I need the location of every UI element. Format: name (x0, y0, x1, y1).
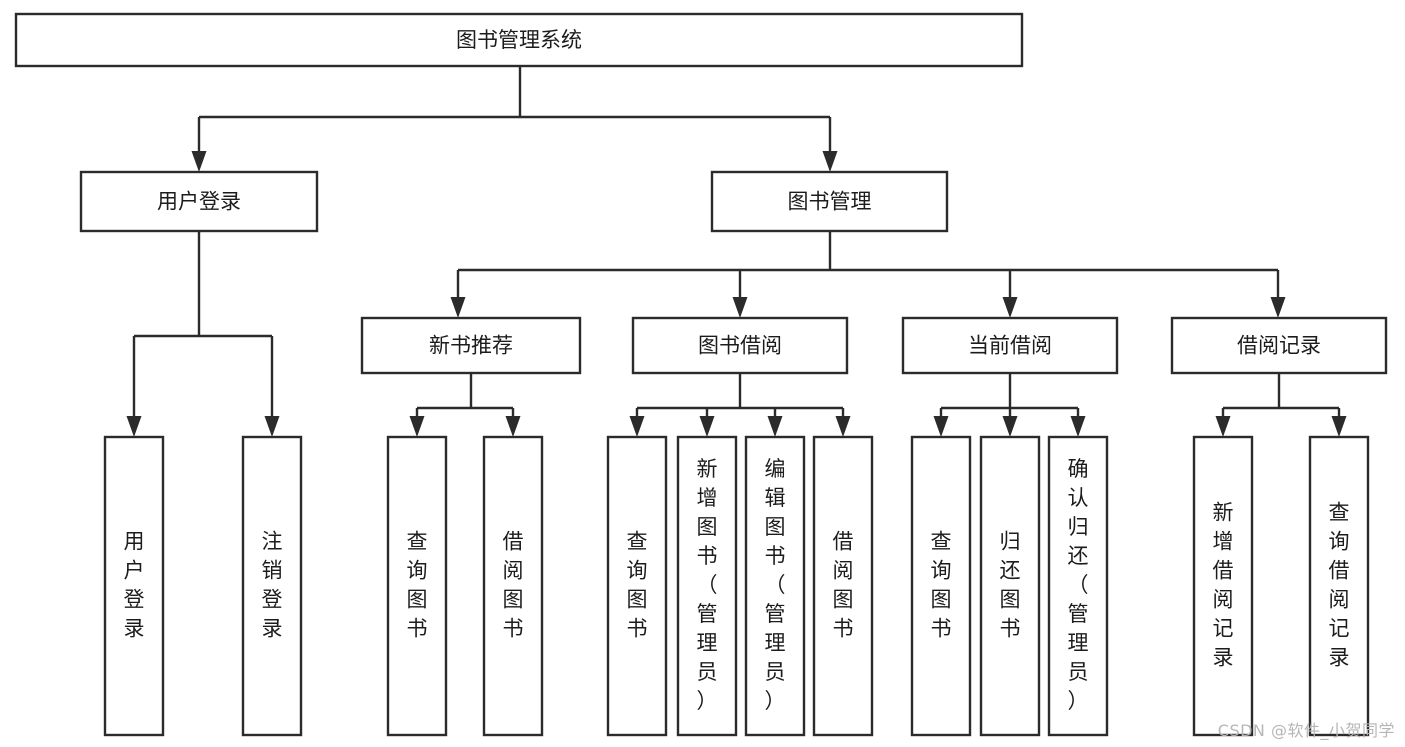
node-leaf-logout[interactable]: 注销登录 (241, 435, 303, 737)
arrow-head-icon (835, 416, 851, 437)
arrow-head-icon (699, 416, 715, 437)
node-label: 用户登录 (157, 190, 241, 214)
arrow-head-icon (1002, 416, 1018, 437)
node-label: 新增图书（管理员） (697, 457, 718, 713)
node-box[interactable] (386, 435, 448, 737)
node-leaf-confirm-return[interactable]: 确认归还（管理员） (1047, 435, 1109, 737)
node-current-borrow[interactable]: 当前借阅 (901, 316, 1119, 375)
arrow-head-icon (191, 151, 207, 172)
node-box[interactable] (910, 435, 972, 737)
node-box[interactable] (1170, 316, 1388, 375)
node-book-manage[interactable]: 图书管理 (710, 170, 949, 233)
node-box[interactable] (482, 435, 544, 737)
node-label: 图书借阅 (698, 334, 782, 358)
arrow-head-icon (767, 416, 783, 437)
node-label: 借阅记录 (1237, 334, 1321, 358)
node-label: 查询图书 (931, 530, 952, 641)
node-box[interactable] (1308, 435, 1370, 737)
node-leaf-borrow-book[interactable]: 借阅图书 (812, 435, 874, 737)
node-root[interactable]: 图书管理系统 (14, 12, 1024, 68)
node-box[interactable] (1047, 435, 1109, 737)
node-label: 编辑图书（管理员） (765, 457, 786, 713)
node-label: 图书管理 (788, 190, 872, 214)
node-leaf-query-book-rec[interactable]: 查询图书 (386, 435, 448, 737)
connector-group (629, 373, 851, 437)
arrow-head-icon (1002, 297, 1018, 318)
node-label: 查询借阅记录 (1329, 501, 1350, 670)
node-box[interactable] (710, 170, 949, 233)
arrow-head-icon (1270, 297, 1286, 318)
node-box[interactable] (103, 435, 165, 737)
node-label: 新增借阅记录 (1213, 501, 1234, 670)
node-leaf-add-book[interactable]: 新增图书（管理员） (676, 435, 738, 737)
node-box[interactable] (1192, 435, 1254, 737)
node-box[interactable] (744, 435, 806, 737)
node-label: 确认归还（管理员） (1068, 457, 1089, 713)
arrow-head-icon (1331, 416, 1347, 437)
connector-group (1215, 373, 1347, 437)
watermark-label: CSDN @软件_小贺同学 (1217, 721, 1395, 740)
arrow-head-icon (126, 416, 142, 437)
node-leaf-user-login[interactable]: 用户登录 (103, 435, 165, 737)
node-book-borrow[interactable]: 图书借阅 (631, 316, 849, 375)
node-label: 当前借阅 (968, 334, 1052, 358)
node-label: 查询图书 (407, 530, 428, 641)
nodes-layer: 图书管理系统用户登录图书管理新书推荐图书借阅当前借阅借阅记录用户登录注销登录查询… (14, 12, 1388, 737)
arrow-head-icon (629, 416, 645, 437)
node-leaf-add-record[interactable]: 新增借阅记录 (1192, 435, 1254, 737)
node-leaf-query-book[interactable]: 查询图书 (606, 435, 668, 737)
arrow-head-icon (1070, 416, 1086, 437)
node-label: 归还图书 (1000, 530, 1021, 641)
connector-group (409, 373, 521, 437)
node-leaf-query-book-cur[interactable]: 查询图书 (910, 435, 972, 737)
node-box[interactable] (631, 316, 849, 375)
node-label: 图书管理系统 (456, 28, 582, 52)
node-box[interactable] (360, 316, 582, 375)
node-box[interactable] (812, 435, 874, 737)
connectors-layer (126, 66, 1347, 437)
arrow-head-icon (732, 297, 748, 318)
node-label: 借阅图书 (833, 530, 854, 641)
connector-group (933, 373, 1086, 437)
node-box[interactable] (901, 316, 1119, 375)
node-new-book-rec[interactable]: 新书推荐 (360, 316, 582, 375)
node-borrow-record[interactable]: 借阅记录 (1170, 316, 1388, 375)
node-box[interactable] (676, 435, 738, 737)
node-box[interactable] (606, 435, 668, 737)
arrow-head-icon (264, 416, 280, 437)
node-leaf-return-book[interactable]: 归还图书 (979, 435, 1041, 737)
node-label: 新书推荐 (429, 334, 513, 358)
node-box[interactable] (79, 170, 319, 233)
node-label: 借阅图书 (503, 530, 524, 641)
connector-group (191, 66, 838, 172)
connector-group (450, 231, 1286, 318)
node-label: 查询图书 (627, 530, 648, 641)
node-label: 注销登录 (262, 530, 283, 641)
node-box[interactable] (979, 435, 1041, 737)
node-box[interactable] (241, 435, 303, 737)
arrow-head-icon (933, 416, 949, 437)
arrow-head-icon (450, 297, 466, 318)
node-label: 用户登录 (124, 530, 145, 641)
node-leaf-query-record[interactable]: 查询借阅记录 (1308, 435, 1370, 737)
node-leaf-borrow-book-rec[interactable]: 借阅图书 (482, 435, 544, 737)
connector-group (126, 231, 280, 437)
node-leaf-edit-book[interactable]: 编辑图书（管理员） (744, 435, 806, 737)
arrow-head-icon (409, 416, 425, 437)
node-user-login[interactable]: 用户登录 (79, 170, 319, 233)
node-box[interactable] (14, 12, 1024, 68)
arrow-head-icon (822, 151, 838, 172)
arrow-head-icon (505, 416, 521, 437)
arrow-head-icon (1215, 416, 1231, 437)
